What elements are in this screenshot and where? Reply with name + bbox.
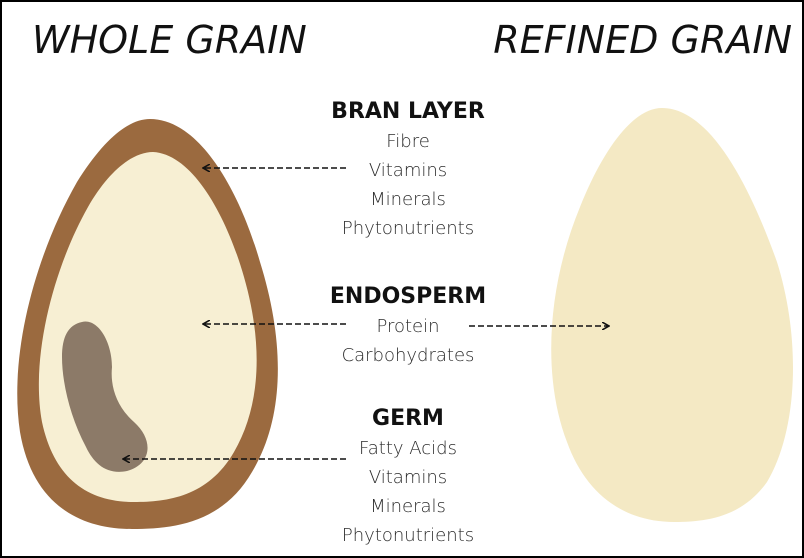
bran-item: Minerals [308,185,508,214]
bran-layer-labels: BRAN LAYER Fibre Vitamins Minerals Phyto… [308,97,508,243]
bran-item: Fibre [308,127,508,156]
germ-item: Minerals [308,492,508,521]
endosperm-item: Protein [308,312,508,341]
refined-grain-endosperm [551,108,793,522]
germ-heading: GERM [308,404,508,434]
endosperm-labels: ENDOSPERM Protein Carbohydrates [308,282,508,370]
bran-item: Phytonutrients [308,214,508,243]
germ-labels: GERM Fatty Acids Vitamins Minerals Phyto… [308,404,508,550]
bran-item: Vitamins [308,156,508,185]
endosperm-item: Carbohydrates [308,341,508,370]
bran-layer-heading: BRAN LAYER [308,97,508,127]
endosperm-heading: ENDOSPERM [308,282,508,312]
germ-item: Phytonutrients [308,521,508,550]
germ-item: Vitamins [308,463,508,492]
germ-item: Fatty Acids [308,434,508,463]
